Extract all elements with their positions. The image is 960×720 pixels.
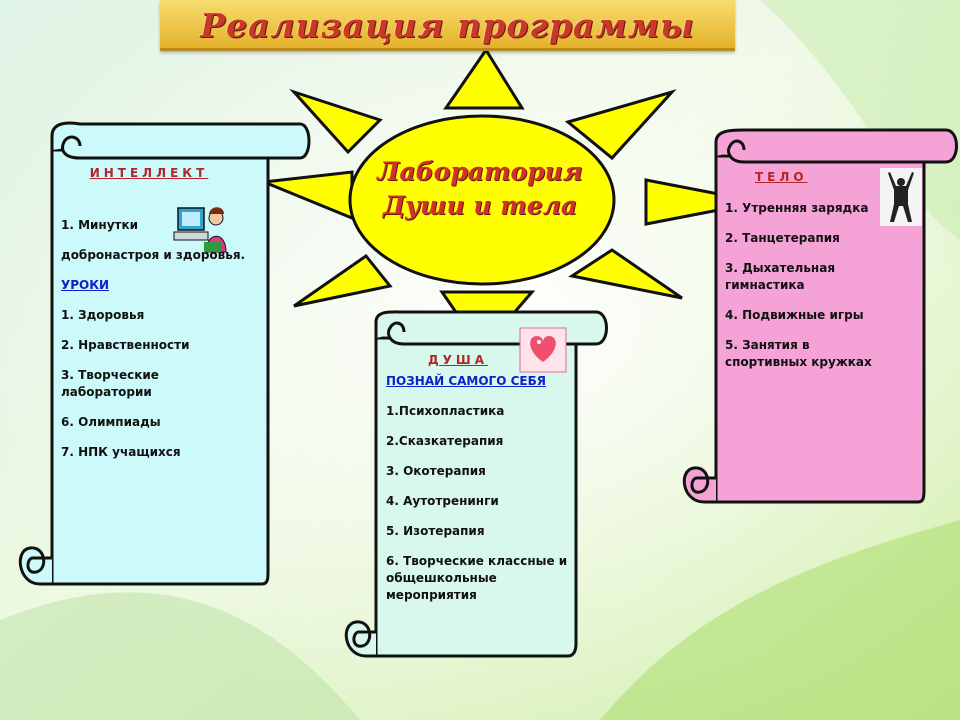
soul-panel: ДУША ПОЗНАЙ САМОГО СЕБЯ 1.Психопластика … xyxy=(386,352,570,604)
list-item: 3. Творческие лаборатории xyxy=(61,368,159,399)
athlete-icon xyxy=(880,168,922,226)
intellect-scroll xyxy=(18,121,311,586)
sun-ray-right xyxy=(644,178,761,226)
list-item: 4. Подвижные игры xyxy=(725,308,864,322)
list-item: 2.Сказкатерапия xyxy=(386,434,504,448)
center-line-1: Лаборатория xyxy=(377,157,583,186)
body-scroll xyxy=(682,128,958,504)
sun-center xyxy=(348,114,616,286)
soul-scroll xyxy=(344,310,608,658)
list-item: 6. Олимпиады xyxy=(61,415,161,429)
body-heading: ТЕЛО xyxy=(755,170,808,184)
body-panel: ТЕЛО 1. Утренняя зарядка 2. Танцетерапия… xyxy=(725,169,877,371)
intellect-heading: ИНТЕЛЛЕКТ xyxy=(89,166,209,180)
center-label: Лаборатория Души и тела xyxy=(360,155,600,223)
list-item: 3. Дыхательная гимнастика xyxy=(725,261,836,292)
list-item: 7. НПК учащихся xyxy=(61,445,181,459)
soul-heading: ДУША xyxy=(427,353,489,367)
list-item: 1. Здоровья xyxy=(61,308,145,322)
list-item: 2. Нравственности xyxy=(61,338,190,352)
sun-ray-top xyxy=(443,47,525,110)
sun-ray-bottom-left xyxy=(293,253,393,308)
soul-link-know-yourself[interactable]: ПОЗНАЙ САМОГО СЕБЯ xyxy=(386,374,546,388)
list-item: добронастроя и здоровья. xyxy=(61,248,246,262)
list-item: 2. Танцетерапия xyxy=(725,231,840,245)
sun-ray-top-right xyxy=(564,89,677,161)
intellect-items: 1. Минутки добронастроя и здоровья. УРОК… xyxy=(61,217,267,461)
intellect-panel: ИНТЕЛЛЕКТ 1. Минутки добронастроя и здор… xyxy=(61,165,267,461)
computer-user-icon xyxy=(173,207,227,253)
sun-ray-top-left xyxy=(289,88,383,155)
list-item: 1. Утренняя зарядка xyxy=(725,201,869,215)
title-banner: Реализация программы xyxy=(160,0,735,51)
sun-ray-bottom-right xyxy=(568,248,683,300)
heart-icon xyxy=(519,327,567,373)
page-title: Реализация программы xyxy=(200,6,695,45)
list-item: 3. Окотерапия xyxy=(386,464,486,478)
list-item: 5. Изотерапия xyxy=(386,524,485,538)
list-item: 5. Занятия в спортивных кружках xyxy=(725,338,872,369)
list-item: 4. Аутотренинги xyxy=(386,494,499,508)
sun-ray-left xyxy=(263,170,354,221)
center-line-2: Души и тела xyxy=(382,191,578,220)
body-items: 1. Утренняя зарядка 2. Танцетерапия 3. Д… xyxy=(725,200,877,371)
intellect-link-lessons[interactable]: УРОКИ xyxy=(61,278,110,292)
soul-items: ПОЗНАЙ САМОГО СЕБЯ 1.Психопластика 2.Ска… xyxy=(386,373,570,604)
list-item: 1. Минутки xyxy=(61,218,139,232)
sun-rays xyxy=(263,47,761,353)
list-item: 6. Творческие классные и общешкольные ме… xyxy=(386,554,568,602)
list-item: 1.Психопластика xyxy=(386,404,505,418)
